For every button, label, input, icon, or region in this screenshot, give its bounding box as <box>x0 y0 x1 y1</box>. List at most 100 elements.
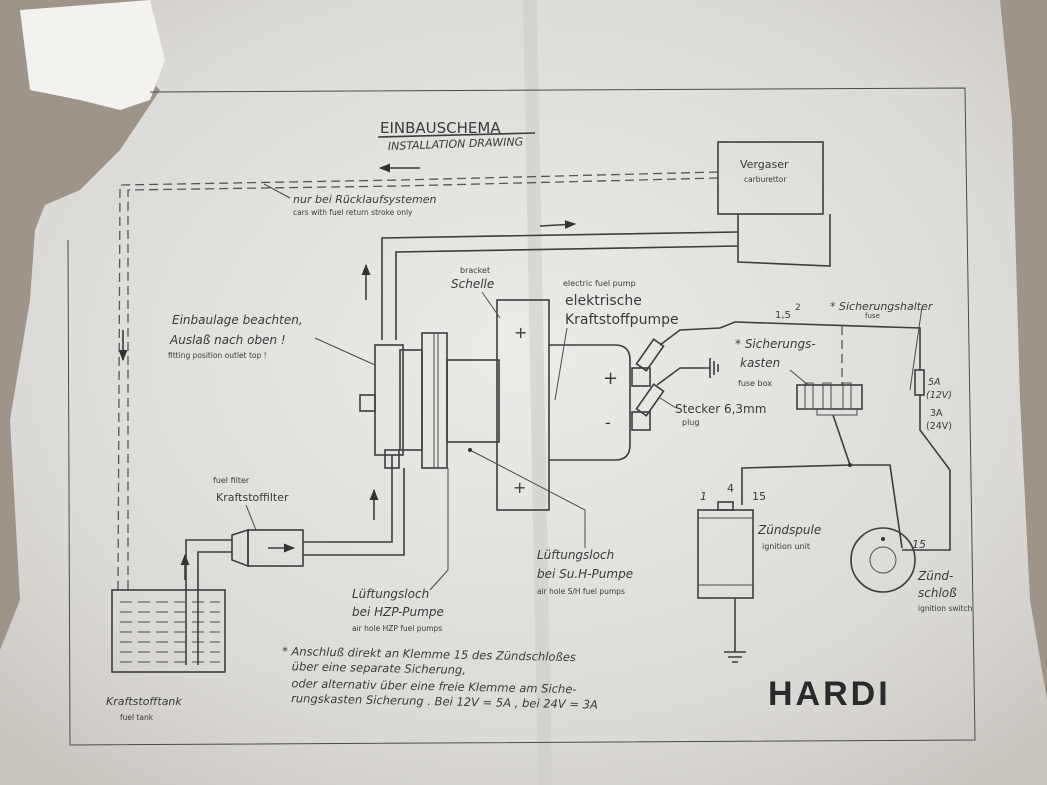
airhole-sh-label-1: Lüftungsloch <box>537 548 614 562</box>
fuel-filter <box>247 529 304 567</box>
plug-label: Stecker 6,3mm <box>675 402 766 416</box>
switch-label-en: ignition switch <box>918 604 973 613</box>
airhole-hzp-label-1: Lüftungsloch <box>352 587 429 601</box>
switch-label-2: schloß <box>918 586 957 600</box>
footnote-line-2: über eine separate Sicherung, <box>292 659 466 677</box>
supply-line-outer <box>381 231 739 340</box>
coil-terminal-4: 4 <box>727 482 734 495</box>
switch-label-1: Zünd- <box>917 569 953 583</box>
torn-corner <box>20 0 165 110</box>
airhole-sh-label-en: air hole S/H fuel pumps <box>537 587 625 596</box>
bracket-plus: + <box>514 323 527 342</box>
fuse-box <box>796 382 863 416</box>
footnote-line-3: oder alternativ über eine freie Klemme a… <box>291 676 576 696</box>
fuse-holder-leader <box>909 306 923 391</box>
junction-dot <box>848 463 852 467</box>
filter-label-en: fuel filter <box>213 476 250 485</box>
bracket-leader <box>481 291 501 319</box>
fusebox-to-coil-wire <box>741 414 852 505</box>
coil-terminal-15: 15 <box>752 490 766 503</box>
fuse-box-leader <box>789 369 809 386</box>
suction-line-outer <box>185 539 232 665</box>
carburettor-label: Vergaser <box>740 158 789 171</box>
coil-terminal-1: 1 <box>700 490 707 503</box>
fold-crease <box>523 0 552 785</box>
flow-arrow-right <box>539 220 577 230</box>
positive-wire <box>659 321 921 370</box>
fitting-label-en: fitting position outlet top ! <box>168 351 267 360</box>
fusebox-to-switch-wire <box>850 464 903 549</box>
ground-icon <box>709 358 719 378</box>
bracket-label-en: bracket <box>460 266 490 275</box>
return-line-label: nur bei Rücklaufsystemen <box>293 193 436 206</box>
fitting-label-2: Auslaß nach oben ! <box>169 333 286 347</box>
fuse-to-switch-wire <box>902 395 951 551</box>
airhole-hzp-label-2: bei HZP-Pumpe <box>352 605 444 619</box>
fitting-leader <box>314 337 376 366</box>
filter-to-pump-inner <box>303 468 405 556</box>
carburettor-label-en: carburettor <box>744 175 787 184</box>
airhole-dot <box>468 448 472 452</box>
plus-plug-connector <box>635 338 665 372</box>
fuse-box-label-2: kasten <box>740 356 780 370</box>
airhole-hzp-label-en: air hole HZP fuel pumps <box>352 624 442 633</box>
fuel-tank <box>111 589 226 673</box>
bracket-plus-lower: + <box>513 478 526 497</box>
filter-leader <box>245 504 257 531</box>
airhole-sh-leader <box>469 449 586 548</box>
pump-plus-label: + <box>603 368 618 389</box>
ignition-switch-lock <box>869 546 897 574</box>
title-underline <box>377 132 536 138</box>
fuse-box-label-1: * Sicherungs- <box>735 337 816 351</box>
return-line-label-en: cars with fuel return stroke only <box>293 208 413 217</box>
suction-line-inner <box>197 551 232 665</box>
fuse-box-label-en: fuse box <box>738 379 772 388</box>
tank-label: Kraftstofftank <box>106 695 182 708</box>
fitting-label-1: Einbaulage beachten, <box>172 313 303 327</box>
return-line-inner <box>127 177 719 590</box>
wire-size: 1,5 <box>775 310 791 321</box>
fuse-holder-label-en: fuse <box>865 312 880 320</box>
return-line <box>117 171 719 591</box>
fuse-rating-12v-label: (12V) <box>926 390 952 401</box>
subtitle: INSTALLATION DRAWING <box>388 135 524 153</box>
supply-line-inner <box>395 245 739 340</box>
pump-leader <box>554 327 568 401</box>
footnote-line-1: * Anschluß direkt an Klemme 15 des Zünds… <box>282 644 576 664</box>
coil-label: Zündspule <box>757 523 821 537</box>
plug-label-en: plug <box>682 418 699 427</box>
wire-size-superscript: 2 <box>795 303 801 313</box>
fuse-holder-label: * Sicherungshalter <box>830 300 934 313</box>
fuse-rating-24v: 3A <box>930 408 943 419</box>
ignition-switch <box>850 527 916 593</box>
filter-to-pump-outer <box>303 455 393 543</box>
switch-terminal-15: 15 <box>912 538 926 551</box>
pump-label-en: electric fuel pump <box>563 279 636 288</box>
fuse-rating-24v-label: (24V) <box>926 421 952 432</box>
filter-label: Kraftstoffilter <box>216 491 289 504</box>
pump-label-2: Kraftstoffpumpe <box>565 312 679 328</box>
ignition-switch-dot <box>881 537 885 541</box>
fuel-pump <box>359 299 631 511</box>
pump-minus-label: - <box>605 413 611 432</box>
title: EINBAUSCHEMA <box>380 119 501 137</box>
minus-plug-connector <box>635 383 665 417</box>
ground-wire <box>656 367 710 386</box>
coil-label-en: ignition unit <box>762 542 810 551</box>
carburettor-base <box>737 214 831 267</box>
airhole-hzp-leader <box>429 468 449 591</box>
drawing-frame <box>67 87 976 746</box>
tank-label-en: fuel tank <box>120 713 154 722</box>
airhole-sh-label-2: bei Su.H-Pumpe <box>537 567 633 581</box>
ignition-coil <box>697 501 754 663</box>
bracket-label: Schelle <box>451 277 494 291</box>
footnote: * Anschluß direkt an Klemme 15 des Zünds… <box>282 644 598 712</box>
brand-logo: HARDI <box>768 675 891 713</box>
pump-label-1: elektrische <box>565 293 642 309</box>
fuse-rating-12v: 5A <box>928 377 941 388</box>
return-leader <box>263 183 291 199</box>
footnote-line-4: rungskasten Sicherung . Bei 12V = 5A , b… <box>291 691 598 711</box>
plug-leader <box>659 397 677 409</box>
